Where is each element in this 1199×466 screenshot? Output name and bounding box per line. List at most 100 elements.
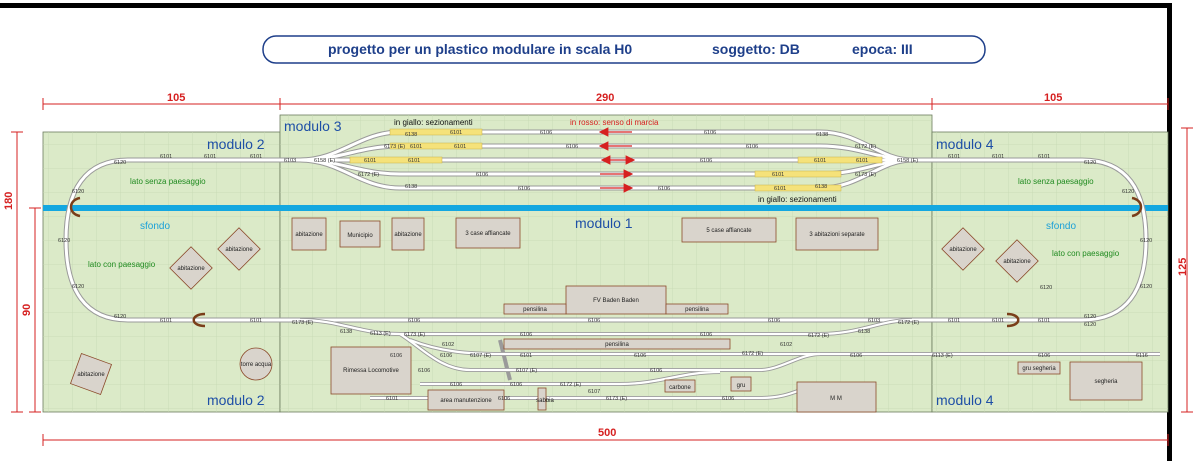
building-abitazione-left-2-label: abitazione (225, 247, 253, 253)
module-4-bottom-label: modulo 4 (936, 392, 994, 408)
track-label: 6101 (814, 158, 826, 164)
building-mm-label: M M (830, 396, 842, 402)
track-label: 6106 (520, 332, 532, 338)
building-3-case: 3 case affiancate (455, 217, 521, 249)
track-label: 6106 (510, 382, 522, 388)
isolating-sections (349, 128, 883, 192)
building-abitazione-left-3-label: abitazione (77, 372, 105, 378)
note-with-landscape-left: lato con paesaggio (88, 260, 156, 269)
title-epoch: epoca: III (852, 41, 913, 57)
track-label: 6101 (250, 154, 262, 160)
note-backdrop-right: sfondo (1046, 221, 1076, 232)
title-project: progetto per un plastico modulare in sca… (328, 41, 632, 57)
track-label: 6172 (E) (855, 144, 876, 150)
building-pensilina-2: pensilina (665, 303, 729, 315)
note-red-direction: in rosso: senso di marcia (570, 118, 659, 127)
track-label: 6106 (746, 144, 758, 150)
track-label: 6106 (450, 382, 462, 388)
track-label: 6101 (454, 144, 466, 150)
track-label: 6138 (858, 329, 870, 335)
track-label: 6120 (1084, 314, 1096, 320)
track-label: 6106 (768, 318, 780, 324)
track-label: 6101 (856, 158, 868, 164)
track-label: 6101 (520, 353, 532, 359)
track-label: 6106 (658, 186, 670, 192)
track-label: 6101 (992, 154, 1004, 160)
title-pill (262, 35, 986, 64)
module-1-label: modulo 1 (575, 215, 633, 231)
track-label: 6172 (E) (560, 382, 581, 388)
track-label: 6158 (E) (897, 158, 918, 164)
track-label: 6172 (E) (358, 172, 379, 178)
dimension-right: 125 (1177, 127, 1193, 413)
track-label: 6106 (418, 368, 430, 374)
building-manutenzione: area manutenzione (427, 389, 505, 411)
building-rimessa: Rimessa Locomotive (330, 346, 412, 395)
building-carbone-label: carbone (669, 385, 691, 391)
dimension-top: 105 290 105 (42, 92, 1169, 110)
building-torre-acqua-label: torre acqua (241, 362, 272, 368)
main-loop-sleepers (64, 158, 1148, 322)
building-abitazione-left-3: abitazione (69, 352, 113, 396)
backdrop-line (43, 205, 1168, 211)
track-label: 6101 (410, 144, 422, 150)
building-3-case-label: 3 case affiancate (465, 231, 511, 237)
building-abitazione-left-1: abitazione (169, 246, 213, 290)
track-label: 6120 (1084, 322, 1096, 328)
track-label: 6106 (440, 353, 452, 359)
track-label: 6116 (1136, 353, 1148, 359)
building-rimessa-label: Rimessa Locomotive (343, 368, 399, 374)
track-label: 6172 (E) (742, 351, 763, 357)
note-no-landscape-left: lato senza paesaggio (130, 177, 206, 186)
module-2-top-label: modulo 2 (207, 136, 265, 152)
track-label: 6173 (E) (855, 172, 876, 178)
track-label: 6107 (E) (516, 368, 537, 374)
track-label: 6102 (442, 342, 454, 348)
track-label: 6106 (566, 144, 578, 150)
building-mm: M M (796, 381, 877, 413)
building-sabbia: sabbia (536, 387, 555, 411)
building-pensilina-3-label: pensilina (605, 342, 629, 348)
building-carbone: carbone (664, 379, 696, 393)
building-fv-baden: FV Baden Baden (565, 285, 667, 315)
track-label: 6120 (72, 189, 84, 195)
track-label: 6172 (E) (808, 333, 829, 339)
track-label: 6113 (E) (370, 331, 391, 337)
track-label: 6101 (948, 154, 960, 160)
building-pensilina-1: pensilina (503, 303, 567, 315)
track-label: 6107 (E) (470, 353, 491, 359)
building-manutenzione-label: area manutenzione (440, 398, 492, 404)
track-label: 6106 (704, 130, 716, 136)
track-label: 6138 (816, 132, 828, 138)
track-label: 6106 (700, 332, 712, 338)
track-label: 6106 (634, 353, 646, 359)
track-label: 6101 (450, 130, 462, 136)
building-sabbia-label: sabbia (536, 398, 554, 404)
track-label: 6101 (772, 172, 784, 178)
module-4-top-label: modulo 4 (936, 136, 994, 152)
track-label: 6106 (408, 318, 420, 324)
track-label: 6120 (1040, 285, 1052, 291)
track-label: 6173 (E) (606, 396, 627, 402)
building-segheria: segheria (1069, 361, 1143, 401)
track-label: 6120 (114, 160, 126, 166)
building-5-case-label: 5 case affiancate (706, 228, 752, 234)
dim-left-height: 180 (3, 192, 15, 210)
track-label: 6106 (850, 353, 862, 359)
building-gru-segheria-label: gru segheria (1022, 366, 1056, 372)
building-municipio: Municipio (339, 220, 381, 248)
building-gru-segheria: gru segheria (1017, 361, 1061, 375)
building-abitazione-2: abitazione (391, 217, 425, 251)
building-abitazione-2-label: abitazione (394, 232, 422, 238)
building-gru-label: gru (737, 383, 746, 389)
building-pensilina-1-label: pensilina (523, 307, 547, 313)
track-label: 6106 (518, 186, 530, 192)
building-3-abitazioni-label: 3 abitazioni separate (809, 232, 865, 238)
track-label: 6106 (540, 130, 552, 136)
track-label: 6101 (386, 396, 398, 402)
track-labels: 6120 6101 6101 6101 6103 6158 (E) 6138 6… (58, 130, 1152, 402)
track-label: 6101 (774, 186, 786, 192)
track-label: 6120 (1122, 189, 1134, 195)
track-label: 6172 (E) (898, 320, 919, 326)
